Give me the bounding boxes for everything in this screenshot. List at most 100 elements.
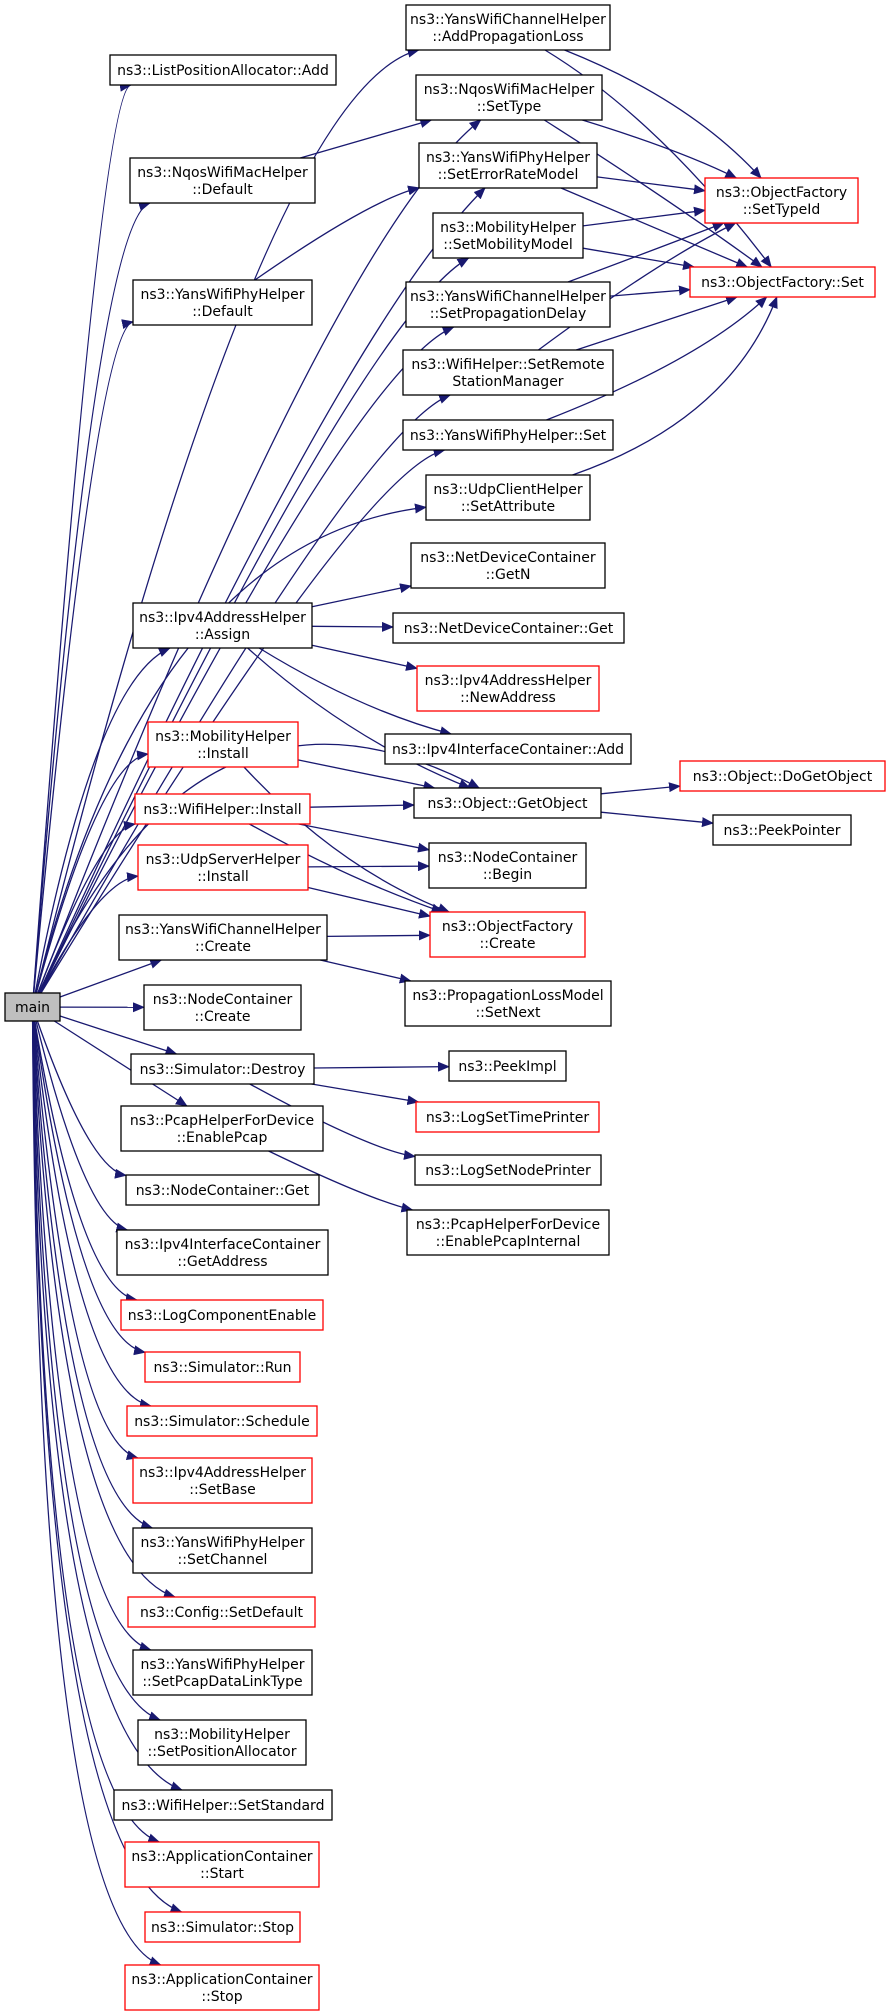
call-edge-simulator_destroy-to-log_set_node_printer bbox=[249, 1083, 416, 1160]
node-udp-server-install[interactable]: ns3::UdpServerHelper::Install bbox=[137, 844, 309, 891]
node-pcap-enable-pcap-internal[interactable]: ns3::PcapHelperForDevice::EnablePcapInte… bbox=[406, 1209, 610, 1256]
node-yans-channel-add-propagation-loss[interactable]: ns3::YansWifiChannelHelper::AddPropagati… bbox=[405, 4, 611, 51]
call-edge-main-to-yans_channel_create bbox=[59, 959, 163, 998]
node-box bbox=[144, 1911, 301, 1943]
call-edge-main-to-wifi_install bbox=[37, 820, 136, 994]
node-list-position-allocator-add[interactable]: ns3::ListPositionAllocator::Add bbox=[109, 54, 337, 86]
node-main[interactable]: main bbox=[4, 992, 61, 1022]
node-node-container-get[interactable]: ns3::NodeContainer::Get bbox=[125, 1174, 320, 1206]
node-box bbox=[415, 1101, 600, 1133]
node-label: ns3::MobilityHelper bbox=[440, 220, 576, 236]
node-box bbox=[109, 54, 337, 86]
node-box bbox=[405, 281, 611, 328]
node-box bbox=[404, 980, 612, 1027]
node-box bbox=[130, 1053, 315, 1085]
call-edge-main-to-simulator_schedule bbox=[33, 1020, 152, 1409]
node-simulator-schedule[interactable]: ns3::Simulator::Schedule bbox=[126, 1405, 318, 1437]
call-edge-wifi_install-to-object_factory_create bbox=[249, 823, 444, 914]
node-label: ns3::Ipv4InterfaceContainer::Add bbox=[392, 742, 624, 758]
node-mobility-install[interactable]: ns3::MobilityHelper::Install bbox=[147, 721, 299, 768]
node-pcap-enable-pcap[interactable]: ns3::PcapHelperForDevice::EnablePcap bbox=[120, 1105, 324, 1152]
node-wifi-set-standard[interactable]: ns3::WifiHelper::SetStandard bbox=[113, 1789, 333, 1821]
call-edge-yans_phy_set_error_rate_model-to-object_factory_set_type_id bbox=[596, 176, 706, 195]
call-edge-yans_channel_set_propagation_delay-to-object_factory_set_type_id bbox=[567, 222, 725, 283]
node-box bbox=[448, 1050, 567, 1082]
node-yans-channel-create[interactable]: ns3::YansWifiChannelHelper::Create bbox=[118, 914, 328, 961]
node-label: ::SetType bbox=[477, 99, 542, 115]
node-application-container-stop[interactable]: ns3::ApplicationContainer::Stop bbox=[124, 1964, 320, 2011]
node-ipv4-address-assign[interactable]: ns3::Ipv4AddressHelper::Assign bbox=[132, 602, 313, 649]
call-edge-nqos_mac_default-to-nqos_mac_set_type bbox=[300, 118, 433, 159]
node-label: ns3::YansWifiChannelHelper bbox=[125, 922, 321, 938]
node-label: ns3::ObjectFactory bbox=[716, 185, 847, 201]
node-simulator-stop[interactable]: ns3::Simulator::Stop bbox=[144, 1911, 301, 1943]
call-edge-yans_channel_create-to-object_factory_create bbox=[326, 930, 431, 941]
node-udp-client-set-attribute[interactable]: ns3::UdpClientHelper::SetAttribute bbox=[425, 474, 591, 521]
node-mobility-set-mobility-model[interactable]: ns3::MobilityHelper::SetMobilityModel bbox=[432, 212, 584, 259]
node-object-do-get-object[interactable]: ns3::Object::DoGetObject bbox=[679, 760, 886, 792]
node-label: ns3::UdpClientHelper bbox=[433, 482, 583, 498]
call-edge-main-to-ipv4_address_set_base bbox=[33, 1020, 139, 1460]
node-yans-phy-set[interactable]: ns3::YansWifiPhyHelper::Set bbox=[402, 419, 614, 451]
node-label: ::SetNext bbox=[475, 1005, 541, 1021]
node-config-set-default[interactable]: ns3::Config::SetDefault bbox=[127, 1596, 316, 1628]
call-edge-main-to-node_container_get bbox=[36, 1020, 127, 1179]
node-ipv4-address-set-base[interactable]: ns3::Ipv4AddressHelper::SetBase bbox=[132, 1457, 313, 1504]
node-simulator-run[interactable]: ns3::Simulator::Run bbox=[144, 1351, 301, 1383]
node-peek-pointer[interactable]: ns3::PeekPointer bbox=[712, 814, 852, 846]
node-simulator-destroy[interactable]: ns3::Simulator::Destroy bbox=[130, 1053, 315, 1085]
node-box bbox=[429, 911, 586, 958]
node-node-container-create[interactable]: ns3::NodeContainer::Create bbox=[143, 984, 302, 1031]
node-yans-phy-set-channel[interactable]: ns3::YansWifiPhyHelper::SetChannel bbox=[132, 1527, 313, 1574]
node-log-component-enable[interactable]: ns3::LogComponentEnable bbox=[120, 1299, 324, 1331]
node-box bbox=[143, 984, 302, 1031]
node-box bbox=[134, 793, 311, 825]
node-yans-phy-set-error-rate-model[interactable]: ns3::YansWifiPhyHelper::SetErrorRateMode… bbox=[418, 142, 598, 189]
node-label: ns3::MobilityHelper bbox=[155, 729, 291, 745]
node-log-set-node-printer[interactable]: ns3::LogSetNodePrinter bbox=[414, 1154, 602, 1186]
node-label: ns3::Simulator::Run bbox=[153, 1360, 291, 1376]
node-peek-impl[interactable]: ns3::PeekImpl bbox=[448, 1050, 567, 1082]
call-edge-main-to-application_container_stop bbox=[31, 1020, 162, 1966]
node-nqos-mac-set-type[interactable]: ns3::NqosWifiMacHelper::SetType bbox=[415, 74, 603, 121]
node-mobility-set-position-allocator[interactable]: ns3::MobilityHelper::SetPositionAllocato… bbox=[137, 1719, 307, 1766]
node-ipv4-interface-get-address[interactable]: ns3::Ipv4InterfaceContainer::GetAddress bbox=[116, 1229, 329, 1276]
node-label: ns3::YansWifiPhyHelper bbox=[426, 150, 590, 166]
node-label: ns3::YansWifiPhyHelper bbox=[140, 287, 304, 303]
node-label: ns3::NetDeviceContainer::Get bbox=[404, 621, 614, 637]
node-node-container-begin[interactable]: ns3::NodeContainer::Begin bbox=[428, 842, 587, 889]
node-application-container-start[interactable]: ns3::ApplicationContainer::Start bbox=[124, 1841, 320, 1888]
node-netdevice-get[interactable]: ns3::NetDeviceContainer::Get bbox=[392, 612, 625, 644]
node-label: ns3::YansWifiChannelHelper bbox=[410, 12, 606, 28]
call-edge-udp_server_install-to-node_container_begin bbox=[307, 861, 430, 872]
node-box bbox=[132, 1527, 313, 1574]
node-label: ns3::PcapHelperForDevice bbox=[130, 1113, 314, 1129]
node-nqos-mac-default[interactable]: ns3::NqosWifiMacHelper::Default bbox=[129, 157, 316, 204]
node-yans-phy-set-pcap-data-link-type[interactable]: ns3::YansWifiPhyHelper::SetPcapDataLinkT… bbox=[132, 1649, 313, 1696]
node-label: ::SetErrorRateModel bbox=[438, 167, 579, 183]
node-netdevice-get-n[interactable]: ns3::NetDeviceContainer::GetN bbox=[410, 542, 606, 589]
node-box bbox=[428, 842, 587, 889]
node-log-set-time-printer[interactable]: ns3::LogSetTimePrinter bbox=[415, 1101, 600, 1133]
node-label: ns3::Config::SetDefault bbox=[140, 1605, 304, 1621]
call-edge-yans_channel_add_propagation_loss-to-object_factory_set_type_id bbox=[564, 49, 762, 179]
call-edge-yans_channel_create-to-propagation_loss_set_next bbox=[320, 959, 412, 984]
node-box bbox=[125, 1174, 320, 1206]
call-edge-mobility_install-to-object_factory_create bbox=[243, 766, 451, 913]
node-object-get-object[interactable]: ns3::Object::GetObject bbox=[413, 787, 602, 819]
node-object-factory-set[interactable]: ns3::ObjectFactory::Set bbox=[689, 266, 876, 298]
node-yans-phy-default[interactable]: ns3::YansWifiPhyHelper::Default bbox=[132, 279, 313, 326]
node-yans-channel-set-propagation-delay[interactable]: ns3::YansWifiChannelHelper::SetPropagati… bbox=[405, 281, 611, 328]
node-object-factory-set-type-id[interactable]: ns3::ObjectFactory::SetTypeId bbox=[704, 177, 859, 224]
node-label: ns3::NetDeviceContainer bbox=[420, 550, 596, 566]
node-ipv4-address-new-address[interactable]: ns3::Ipv4AddressHelper::NewAddress bbox=[416, 665, 600, 712]
node-wifi-install[interactable]: ns3::WifiHelper::Install bbox=[134, 793, 311, 825]
node-ipv4-interface-add[interactable]: ns3::Ipv4InterfaceContainer::Add bbox=[384, 733, 632, 765]
call-edge-main-to-ipv4_address_assign bbox=[34, 647, 171, 994]
node-label: ::Default bbox=[192, 182, 253, 198]
node-propagation-loss-set-next[interactable]: ns3::PropagationLossModel::SetNext bbox=[404, 980, 612, 1027]
node-label: ns3::NodeContainer bbox=[153, 992, 293, 1008]
node-object-factory-create[interactable]: ns3::ObjectFactory::Create bbox=[429, 911, 586, 958]
